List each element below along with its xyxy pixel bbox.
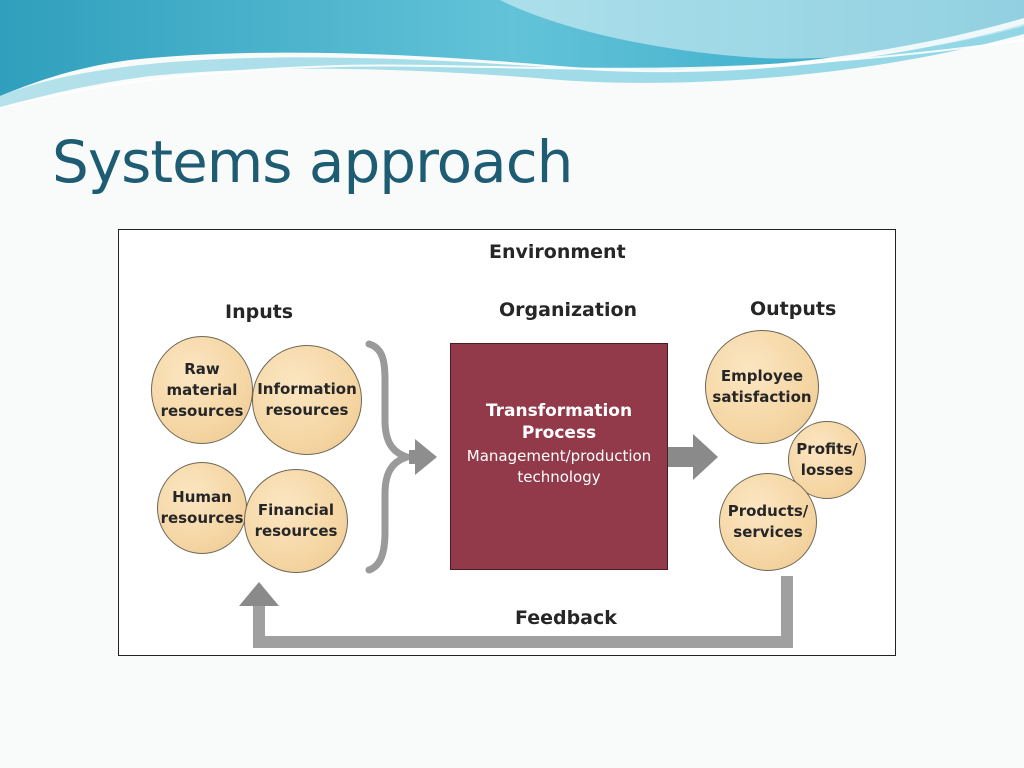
feedback-loop <box>253 576 793 648</box>
input-circle-raw-material: Raw material resources <box>151 336 253 444</box>
output-circle-label: Employee satisfaction <box>712 367 812 406</box>
feedback-label: Feedback <box>515 607 617 629</box>
process-title: Transformation Process <box>485 400 633 443</box>
systems-diagram: Environment Inputs Organization Outputs … <box>118 229 896 656</box>
output-circle-employee-satisfaction: Employee satisfaction <box>705 330 819 444</box>
output-circle-label: Products/ services <box>727 502 809 541</box>
environment-label: Environment <box>489 241 626 263</box>
process-subtitle: Management/production technology <box>466 446 652 486</box>
input-brace <box>365 340 419 574</box>
feedback-arrowhead <box>239 582 279 606</box>
input-circle-financial: Financial resources <box>244 469 348 573</box>
input-arrow <box>409 439 437 475</box>
input-circle-label: Human resources <box>160 488 244 527</box>
output-circle-products-services: Products/ services <box>719 473 817 571</box>
output-arrow <box>668 434 718 480</box>
inputs-label: Inputs <box>225 301 294 323</box>
outputs-label: Outputs <box>750 298 837 320</box>
header-wave-decoration <box>0 0 1024 109</box>
input-circle-information: Information resources <box>252 345 362 455</box>
slide-title: Systems approach <box>52 128 573 196</box>
input-circle-label: Information resources <box>257 380 357 419</box>
output-circle-label: Profits/ losses <box>796 440 858 479</box>
organization-label: Organization <box>499 299 638 321</box>
input-circle-human: Human resources <box>157 462 247 554</box>
diagram-arrows <box>239 340 793 648</box>
transformation-process-box: Transformation Process Management/produc… <box>450 343 668 570</box>
input-circle-label: Raw material resources <box>160 359 244 420</box>
input-circle-label: Financial resources <box>254 501 338 540</box>
